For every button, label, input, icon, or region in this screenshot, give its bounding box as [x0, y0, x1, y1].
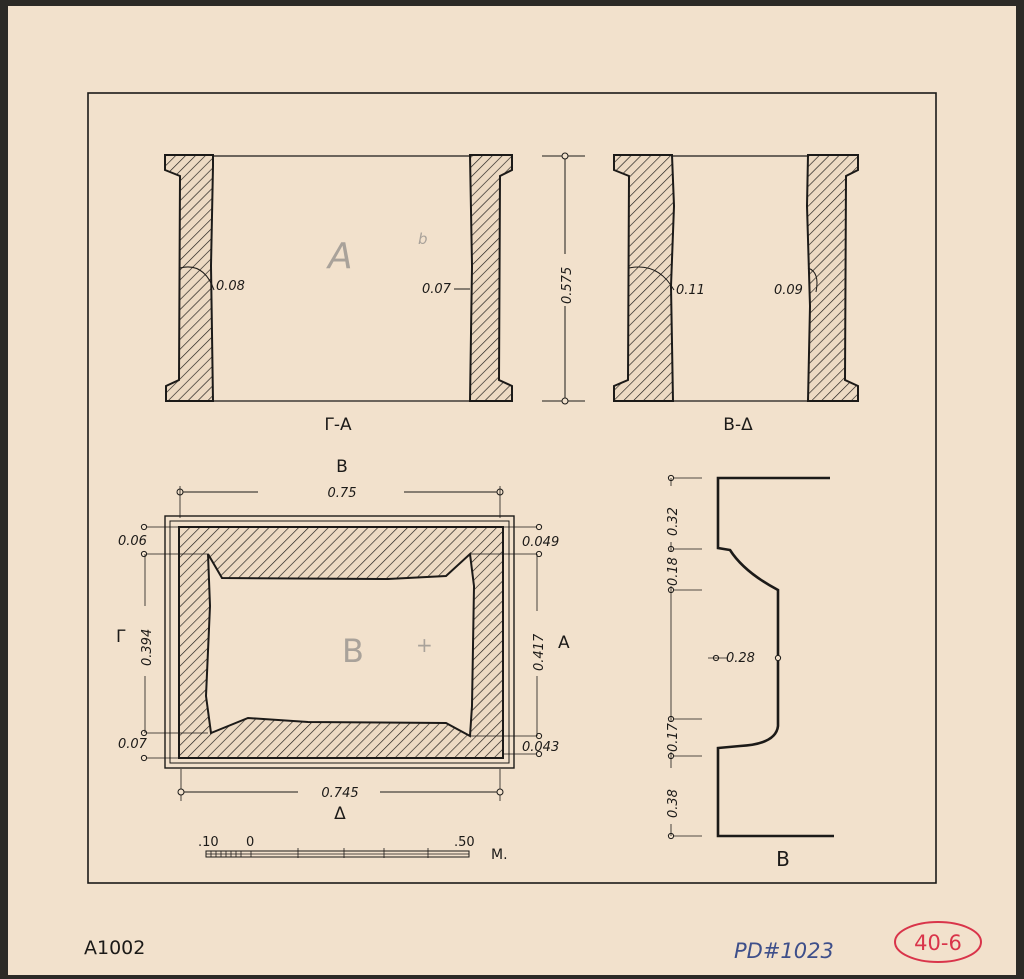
- stamp-number: 40-6: [914, 931, 962, 955]
- profile-dim-1: 0.32: [666, 507, 681, 536]
- section-bd: 0.11 0.09 Β-Δ: [613, 154, 859, 435]
- section-bd-left-wall: [613, 154, 676, 402]
- catalog-number: PD#1023: [734, 939, 834, 963]
- drawing-sheet: 0.08 0.07 Γ-Α A b 0.575 0.11 0.09 Β-Δ Β: [8, 6, 1016, 975]
- plan-bottom-right-wall: 0.043: [522, 740, 559, 755]
- pencil-mark-top: A: [326, 236, 353, 277]
- profile-dim-3: 0.28: [726, 651, 755, 666]
- plan-right-letter: Α: [558, 633, 570, 653]
- section-ga-right-wall: [468, 154, 513, 402]
- profile-dim-4: 0.17: [666, 722, 681, 752]
- pencil-mark-plan: B: [342, 632, 364, 670]
- section-ga-left-thickness: 0.08: [216, 279, 245, 294]
- plan-view: Β 0.75 0.06 0.07 0.394 Γ: [116, 457, 570, 824]
- plan-top-left-wall: 0.06: [118, 534, 147, 549]
- plan-left-letter: Γ: [116, 627, 126, 647]
- section-ga-right-thickness: 0.07: [422, 282, 452, 297]
- profile-dim-5: 0.38: [666, 789, 681, 818]
- section-bd-left-thickness: 0.11: [676, 283, 705, 298]
- pencil-mark-plan-cross: +: [416, 633, 433, 657]
- scale-unit-label: Μ.: [491, 847, 508, 863]
- section-ga-left-wall: [164, 154, 215, 402]
- section-height-label: 0.575: [560, 267, 575, 304]
- profile-view: 0.32 0.18 0.17 0.38 0.28 Β: [664, 474, 834, 871]
- height-dimension: 0.575: [542, 152, 585, 405]
- drawing-code: Α1002: [84, 937, 145, 959]
- section-bd-right-wall: [805, 154, 859, 402]
- section-bd-right-thickness: 0.09: [774, 283, 803, 298]
- plan-bottom-letter: Δ: [334, 804, 346, 824]
- scale-right-label: .50: [454, 835, 475, 850]
- architectural-drawing: 0.08 0.07 Γ-Α A b 0.575 0.11 0.09 Β-Δ Β: [84, 92, 982, 963]
- plan-bottom-left-wall: 0.07: [118, 737, 148, 752]
- plan-top-letter: Β: [336, 457, 348, 477]
- drawing-border: [87, 92, 937, 884]
- plan-top-width: 0.75: [328, 486, 357, 501]
- plan-walls: [178, 526, 504, 759]
- scale-bar: .10 0 .50 Μ.: [198, 835, 508, 863]
- section-bd-label: Β-Δ: [723, 415, 753, 435]
- section-ga-label: Γ-Α: [324, 415, 352, 435]
- plan-top-right-wall: 0.049: [522, 535, 559, 550]
- stamp-ring: [894, 921, 982, 963]
- pencil-mark-top-small: b: [418, 230, 428, 248]
- plan-left-inner: 0.394: [140, 629, 155, 666]
- scale-left-label: .10: [198, 835, 219, 850]
- plan-bottom-width: 0.745: [321, 786, 358, 801]
- profile-label: Β: [776, 847, 790, 871]
- plan-right-inner: 0.417: [532, 633, 547, 671]
- scale-zero-label: 0: [246, 835, 254, 850]
- profile-dim-2: 0.18: [666, 557, 681, 586]
- section-ga: 0.08 0.07 Γ-Α A b: [164, 154, 513, 435]
